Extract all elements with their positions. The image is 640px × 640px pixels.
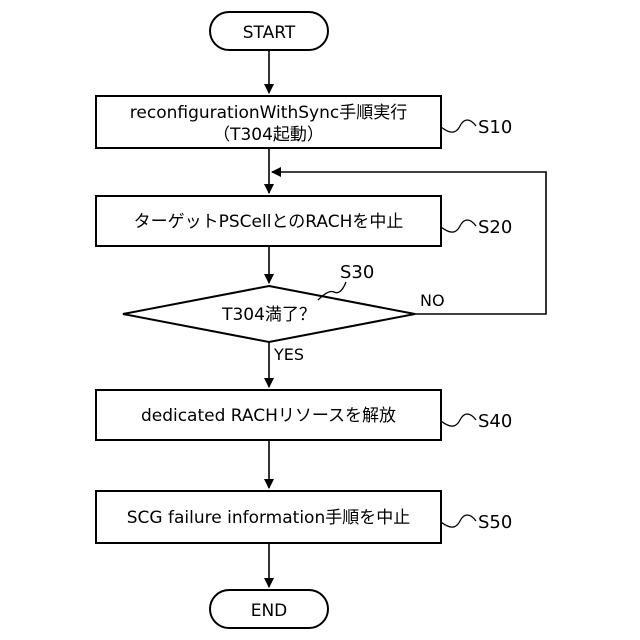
s20-step-label: S20 — [478, 217, 512, 238]
start-terminal: START — [210, 12, 328, 50]
s10-text-line1: reconfigurationWithSync手順実行 — [130, 103, 407, 123]
process-box-s50: SCG failure information手順を中止 — [96, 491, 441, 543]
no-branch-label: NO — [420, 291, 445, 310]
process-box-s20: ターゲットPSCellとのRACHを中止 — [96, 196, 441, 246]
s10-text-line2: （T304起動） — [213, 125, 324, 145]
yes-branch-label: YES — [273, 345, 304, 364]
process-box-s10: reconfigurationWithSync手順実行 （T304起動） — [96, 96, 441, 148]
s30-question-text: T304満了？ — [221, 305, 316, 325]
s40-step-label: S40 — [478, 411, 512, 432]
s40-text: dedicated RACHリソースを解放 — [141, 406, 396, 426]
s10-step-leader — [441, 120, 476, 132]
s40-step-leader — [441, 414, 476, 426]
start-label: START — [243, 23, 296, 43]
process-box-s40: dedicated RACHリソースを解放 — [96, 390, 441, 440]
s30-step-label: S30 — [340, 262, 374, 283]
end-label: END — [251, 601, 288, 621]
s20-step-leader — [441, 220, 476, 232]
end-terminal: END — [210, 590, 328, 628]
s50-text: SCG failure information手順を中止 — [127, 508, 410, 528]
s10-step-label: S10 — [478, 117, 512, 138]
s50-step-leader — [441, 515, 476, 527]
s50-step-label: S50 — [478, 512, 512, 533]
decision-diamond-s30: T304満了？ — [123, 286, 415, 342]
s20-text: ターゲットPSCellとのRACHを中止 — [134, 212, 404, 232]
